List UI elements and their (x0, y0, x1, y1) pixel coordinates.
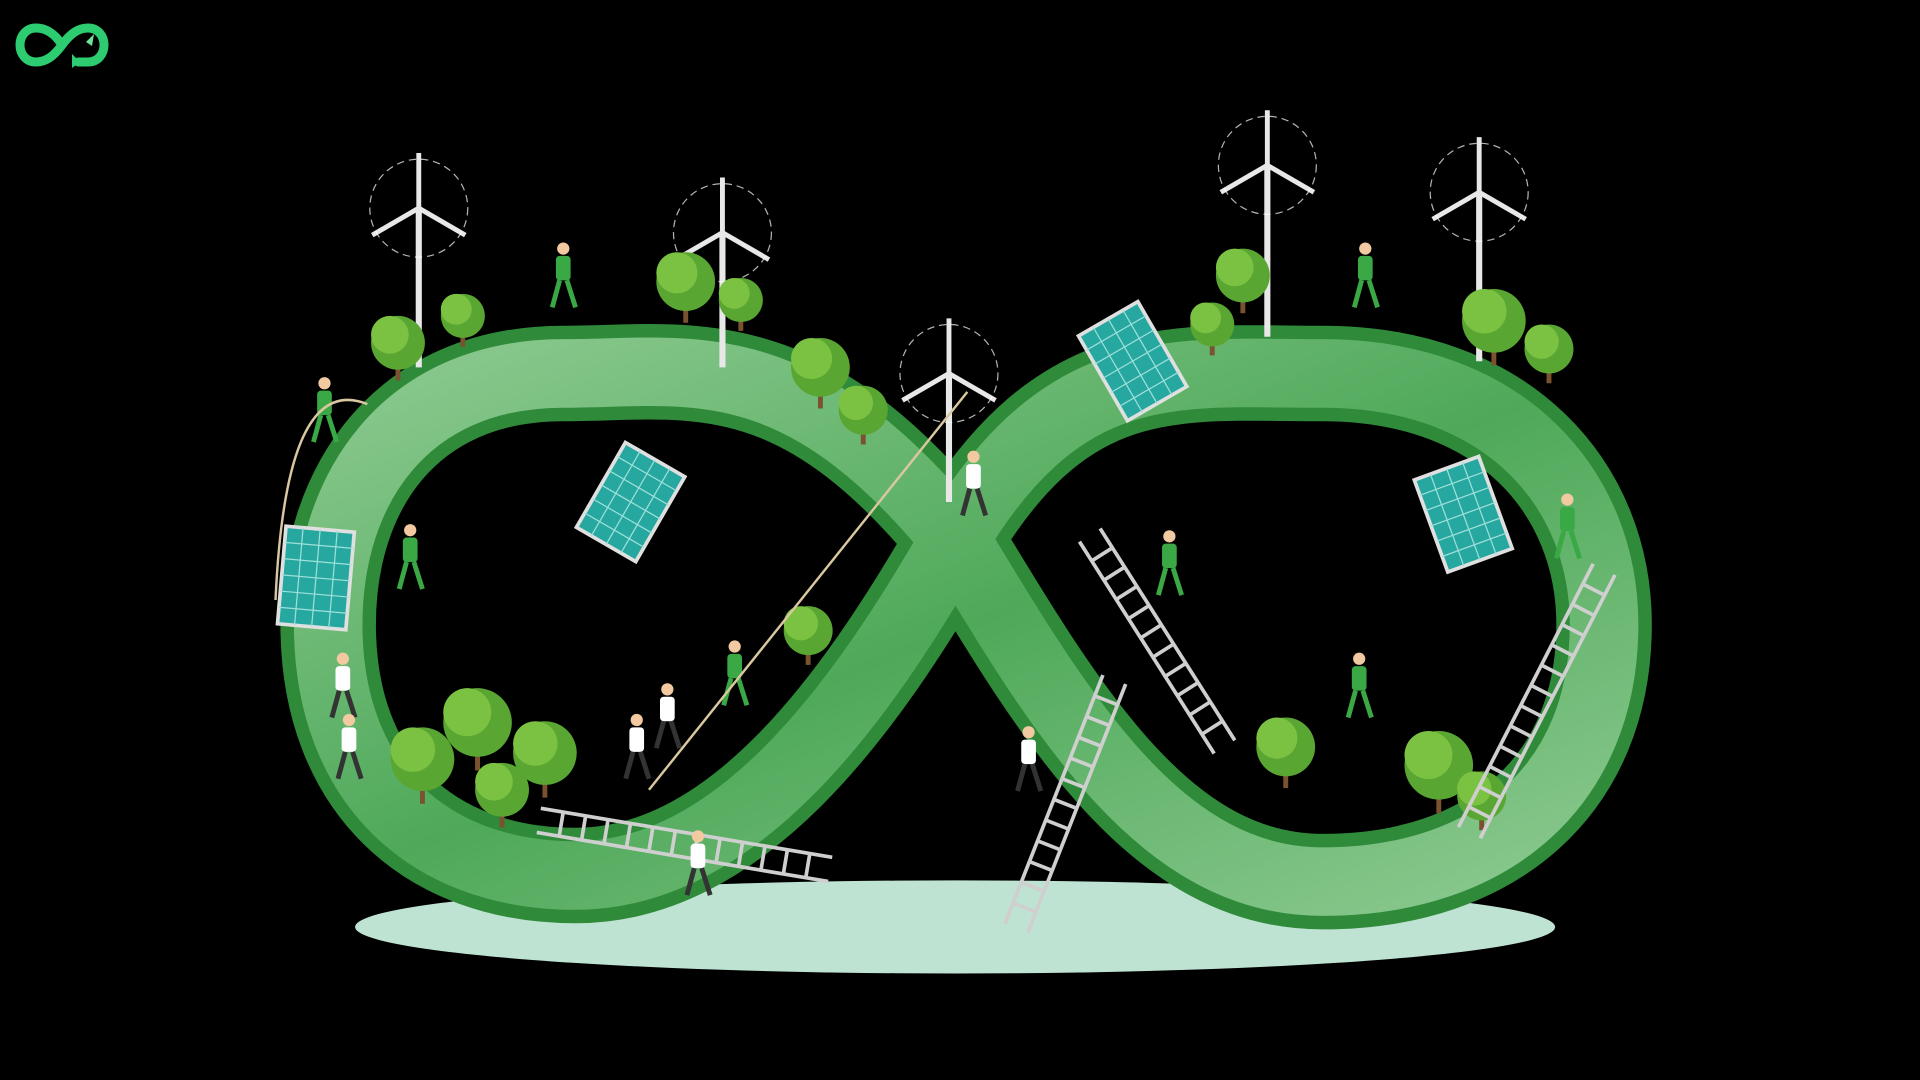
wind-turbine-icon (1429, 137, 1529, 362)
infinity-recycle-logo-icon (15, 23, 109, 68)
tree-icon (1524, 324, 1574, 384)
person-figure (1156, 530, 1184, 596)
person-figure (549, 242, 578, 309)
infinity-loop (280, 324, 1652, 930)
tree-icon (390, 727, 455, 804)
person-figure (960, 450, 989, 517)
solar-panel-icon (1411, 454, 1515, 575)
person-figure (623, 713, 652, 780)
person-figure (1553, 493, 1582, 560)
tree-icon (475, 762, 529, 828)
person-figure (329, 652, 358, 719)
tree-icon (443, 688, 512, 771)
ladder-icon (1456, 562, 1617, 840)
tree-icon (513, 721, 577, 798)
ladder-icon (536, 806, 833, 884)
person-figure (684, 830, 713, 896)
person-figure (335, 713, 364, 780)
wind-turbine-icon (899, 318, 999, 503)
ladder-icon (1077, 527, 1237, 755)
person-figure (396, 524, 425, 590)
tree-icon (1215, 248, 1270, 314)
tree-icon (1190, 302, 1235, 356)
tree-icon (1256, 717, 1316, 789)
person-figure (1345, 652, 1374, 719)
tree-icon (656, 252, 716, 323)
solar-panel-icon (573, 439, 688, 565)
wind-turbine-icon (1217, 110, 1317, 337)
tree-icon (718, 277, 763, 331)
ladder-icon (1003, 674, 1128, 934)
solar-panel-icon (275, 524, 357, 632)
tree-icon (440, 293, 485, 347)
tree-icon (838, 385, 888, 445)
rope (274, 398, 368, 601)
rope (648, 391, 969, 791)
solar-panel-icon (1075, 299, 1190, 424)
person-figure (311, 377, 340, 443)
tree-icon (1404, 731, 1474, 814)
person-figure (653, 683, 682, 749)
tree-icon (1462, 288, 1526, 366)
tree-icon (371, 315, 425, 381)
person-figure (1015, 726, 1044, 792)
tree-icon (783, 606, 833, 665)
person-figure (1351, 242, 1380, 309)
tree-icon (791, 337, 850, 409)
